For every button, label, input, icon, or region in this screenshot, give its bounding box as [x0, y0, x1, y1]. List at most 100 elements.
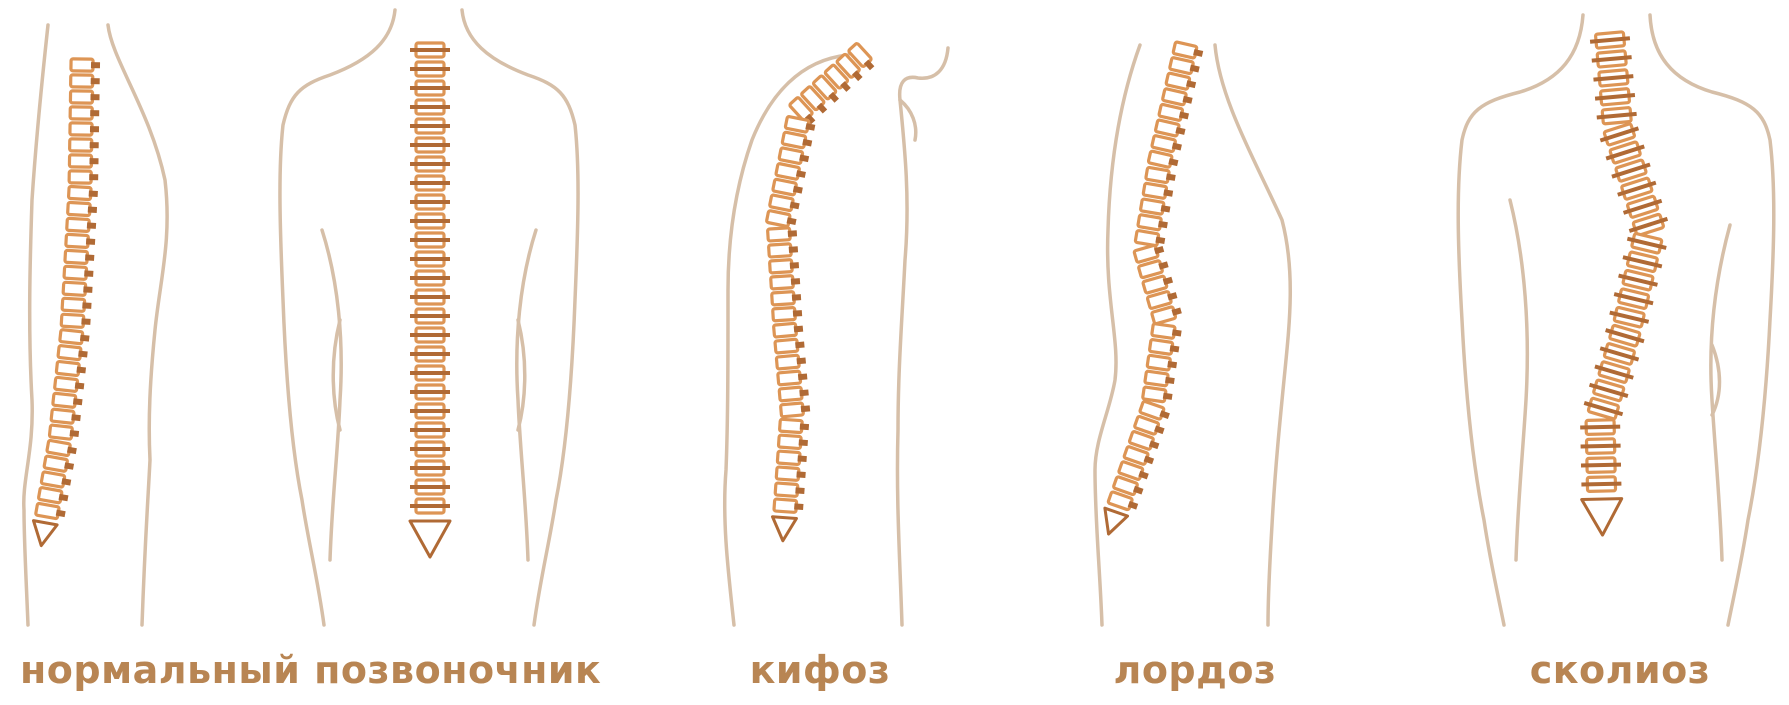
vertebra-process: [410, 333, 450, 337]
vertebra-process: [410, 105, 450, 109]
vertebra: [770, 260, 793, 273]
vertebra: [70, 123, 92, 135]
vertebra: [60, 330, 83, 344]
vertebra: [51, 409, 74, 423]
spine-lordosis: [1097, 42, 1204, 538]
vertebra: [781, 403, 804, 417]
vertebra-process: [410, 352, 450, 356]
vertebra: [774, 499, 797, 513]
vertebra-process: [410, 162, 450, 166]
caption-normal-spine: нормальный позвоночник: [20, 645, 555, 695]
vertebra: [69, 155, 91, 167]
vertebra: [776, 467, 799, 481]
vertebra: [768, 228, 791, 241]
vertebra-process: [84, 270, 93, 277]
vertebra-process: [410, 257, 450, 261]
vertebra-process: [797, 358, 806, 365]
vertebra: [55, 377, 78, 391]
vertebra: [1143, 387, 1166, 402]
vertebra-process: [790, 262, 799, 269]
vertebra-process: [795, 487, 804, 494]
vertebra: [1173, 42, 1197, 59]
vertebra-process: [86, 238, 95, 245]
vertebra-process: [91, 78, 100, 84]
vertebra: [70, 107, 92, 119]
vertebra: [773, 308, 796, 321]
vertebra: [1145, 371, 1168, 386]
vertebra: [1151, 307, 1175, 325]
vertebra-process: [89, 191, 98, 198]
vertebra: [1152, 323, 1175, 338]
vertebra: [63, 282, 86, 295]
body-outline: [108, 25, 167, 625]
vertebra: [41, 472, 65, 488]
vertebra: [780, 419, 803, 433]
vertebra-process: [800, 424, 809, 431]
vertebra-process: [791, 278, 800, 285]
caption-kyphosis: кифоз: [745, 645, 895, 695]
vertebra: [1149, 339, 1172, 354]
vertebra-process: [1170, 345, 1180, 352]
vertebra: [68, 202, 91, 215]
spine-normal-back: [410, 43, 450, 557]
vertebra: [65, 250, 88, 263]
vertebra-process: [410, 238, 450, 242]
vertebra: [772, 292, 795, 305]
vertebra: [785, 116, 809, 132]
vertebra-process: [90, 110, 99, 116]
vertebra: [69, 171, 91, 183]
vertebra: [779, 148, 803, 164]
vertebra-process: [83, 286, 92, 293]
arm-inner-outline: [1510, 200, 1527, 560]
figure-lordosis: [1095, 42, 1290, 625]
vertebra: [1162, 89, 1186, 106]
vertebra-process: [90, 94, 99, 100]
vertebra-process: [799, 439, 808, 446]
vertebra-process: [410, 466, 450, 470]
vertebra: [1134, 245, 1158, 263]
vertebra: [53, 393, 76, 407]
vertebra: [36, 503, 60, 519]
vertebra: [67, 218, 90, 231]
vertebra-process: [410, 67, 450, 71]
vertebra: [776, 355, 799, 369]
vertebra-process: [801, 405, 810, 412]
vertebra: [778, 435, 801, 449]
vertebra-process: [799, 389, 808, 396]
vertebra-process: [410, 447, 450, 451]
vertebra-process: [1167, 361, 1177, 368]
vertebra-process: [76, 366, 86, 373]
vertebra: [1147, 355, 1170, 370]
spine-scoliosis: [1580, 31, 1670, 535]
vertebra-process: [410, 48, 450, 52]
vertebra-process: [71, 414, 81, 421]
spine-tail: [410, 521, 450, 557]
vertebra: [1169, 57, 1193, 74]
vertebra: [71, 59, 93, 71]
vertebra: [38, 487, 62, 503]
vertebra: [1166, 73, 1190, 90]
vertebra: [56, 361, 79, 375]
arm-inner-outline: [322, 230, 341, 560]
vertebra-process: [88, 207, 97, 214]
vertebra-process: [410, 371, 450, 375]
vertebra-process: [795, 342, 804, 349]
vertebra-process: [410, 428, 450, 432]
vertebra: [70, 91, 92, 103]
vertebra-process: [82, 302, 91, 309]
vertebra-process: [788, 230, 797, 237]
vertebra-process: [798, 373, 807, 380]
vertebra-process: [793, 310, 802, 317]
vertebra-process: [410, 504, 450, 508]
body-outline: [280, 10, 395, 625]
vertebra-process: [70, 430, 80, 437]
vertebra: [47, 440, 71, 456]
vertebra-process: [792, 294, 801, 301]
vertebra-process: [410, 181, 450, 185]
vertebra: [1159, 104, 1183, 121]
vertebra-process: [796, 471, 805, 478]
vertebra-process: [85, 254, 94, 261]
vertebra-process: [75, 382, 85, 389]
